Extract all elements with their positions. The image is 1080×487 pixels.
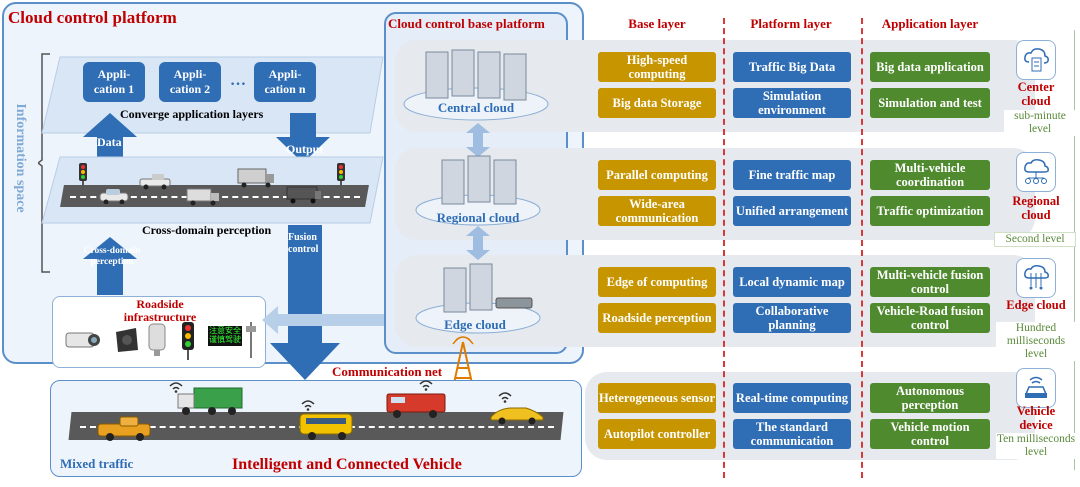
application-box: Simulation and test	[870, 88, 990, 118]
info-space-bracket	[38, 53, 50, 273]
school-bus-icon	[299, 413, 353, 440]
latency-axis-line	[1074, 30, 1075, 470]
pickup-truck-icon	[139, 174, 171, 190]
base-box: Wide-area communication	[598, 196, 716, 226]
cross-domain-perception-label: Cross-domain perception	[142, 223, 272, 237]
application-1-box: Appli-cation 1	[83, 62, 145, 102]
central-regional-double-arrow	[466, 123, 490, 157]
base-box: Edge of computing	[598, 267, 716, 297]
application-2-box: Appli-cation 2	[159, 62, 221, 102]
fusion-control-down-arrow	[270, 225, 340, 380]
roadside-unit-icon	[148, 323, 166, 356]
radar-unit-icon	[116, 328, 138, 352]
application-ellipsis: …	[230, 72, 246, 89]
platform-box: Unified arrangement	[733, 196, 851, 226]
wifi-signal-icon	[498, 392, 512, 403]
vehicle-device-latency: Ten milliseconds level	[996, 433, 1076, 459]
layer-separator	[723, 18, 725, 478]
regional-edge-double-arrow	[466, 226, 490, 260]
base-box: Parallel computing	[598, 160, 716, 190]
platform-box: Local dynamic map	[733, 267, 851, 297]
cross-domain-up-arrow	[83, 237, 137, 295]
communication-tower-icon	[452, 336, 474, 389]
sports-car-icon	[490, 407, 544, 425]
info-space-label: Information space	[13, 103, 28, 213]
cloud-control-platform-title: Cloud control platform	[8, 8, 177, 27]
cross-domain-arrow-label: Cross-domain perception	[83, 246, 141, 267]
center-cloud-latency: sub-minute level	[1004, 110, 1076, 136]
vehicle-device-level-label: Vehicle device	[1016, 404, 1056, 432]
cloud-server-icon	[1016, 40, 1056, 80]
layer-separator	[861, 18, 863, 478]
application-layer-header: Application layer	[881, 16, 979, 31]
platform-box: Real-time computing	[733, 383, 851, 413]
traffic-signal-icon	[182, 322, 194, 360]
fusion-control-label: Fusion control	[288, 232, 319, 255]
data-up-arrow	[83, 113, 137, 171]
cargo-truck-icon	[177, 387, 243, 415]
base-layer-header: Base layer	[628, 16, 686, 31]
edge-cloud-icon	[1016, 258, 1056, 298]
regional-cloud-label: Regional cloud	[436, 210, 520, 225]
camera-icon	[65, 332, 100, 348]
cargo-truck-icon	[237, 168, 274, 188]
edge-cloud-label: Edge cloud	[444, 317, 506, 332]
application-box: Multi-vehicle fusion control	[870, 267, 990, 297]
central-cloud-label: Central cloud	[437, 100, 515, 115]
platform-box: The standard communication	[733, 419, 851, 449]
cloud-base-platform-title: Cloud control base platform	[388, 16, 545, 31]
base-box: Big data Storage	[598, 88, 716, 118]
mixed-traffic-label: Mixed traffic	[60, 456, 134, 471]
wifi-signal-icon	[419, 380, 433, 391]
platform-box: Simulation environment	[733, 88, 851, 118]
central-cloud-servers-icon	[403, 49, 549, 121]
base-box: Heterogeneous sensor	[598, 383, 716, 413]
output-arrow-label: Output	[286, 142, 324, 156]
traffic-light-icon	[79, 163, 87, 189]
truck-icon	[186, 188, 219, 206]
application-box: Vehicle motion control	[870, 419, 990, 449]
application-box: Big data application	[870, 52, 990, 82]
sign-pole-icon	[246, 322, 256, 358]
platform-box: Collaborative planning	[733, 303, 851, 333]
edge-cloud-servers-icon	[415, 263, 541, 334]
fire-truck-icon	[386, 393, 446, 418]
platform-layer-header: Platform layer	[750, 16, 832, 31]
car-icon	[99, 189, 129, 204]
center-cloud-level-label: Center cloud	[1017, 80, 1055, 108]
platform-box: Fine traffic map	[733, 160, 851, 190]
application-box: Traffic optimization	[870, 196, 990, 226]
icv-title: Intelligent and Connected Vehicle	[232, 456, 462, 473]
roadside-edge-double-arrow	[262, 306, 432, 334]
application-n-box: Appli-cation n	[254, 62, 316, 102]
edge-cloud-latency: Hundred milliseconds level	[996, 322, 1076, 361]
regional-cloud-servers-icon	[415, 155, 541, 226]
edge-cloud-level-label: Edge cloud	[1006, 298, 1066, 312]
base-box: High-speed computing	[598, 52, 716, 82]
wifi-signal-icon	[169, 382, 183, 393]
platform-box: Traffic Big Data	[733, 52, 851, 82]
converge-application-label: Converge application layers	[120, 107, 264, 121]
fire-truck-icon	[286, 186, 321, 204]
application-box: Autonomous perception	[870, 383, 990, 413]
application-box: Vehicle-Road fusion control	[870, 303, 990, 333]
communication-net-label: Communication net	[332, 364, 443, 379]
regional-cloud-level-label: Regional cloud	[1012, 194, 1060, 222]
cloud-network-icon	[1016, 152, 1056, 192]
application-box: Multi-vehicle coordination	[870, 160, 990, 190]
pickup-truck-icon	[97, 416, 151, 441]
regional-cloud-latency: Second level	[994, 232, 1076, 247]
traffic-light-icon	[337, 163, 345, 189]
roadside-infrastructure-label: Roadside infrastructure	[123, 297, 197, 324]
data-arrow-label: Data	[97, 135, 122, 149]
variable-message-sign: 注意安全 谨慎驾驶	[208, 326, 242, 346]
output-down-arrow	[276, 113, 330, 163]
base-box: Autopilot controller	[598, 419, 716, 449]
wifi-signal-icon	[301, 400, 315, 411]
base-box: Roadside perception	[598, 303, 716, 333]
connected-car-icon	[1016, 368, 1056, 408]
